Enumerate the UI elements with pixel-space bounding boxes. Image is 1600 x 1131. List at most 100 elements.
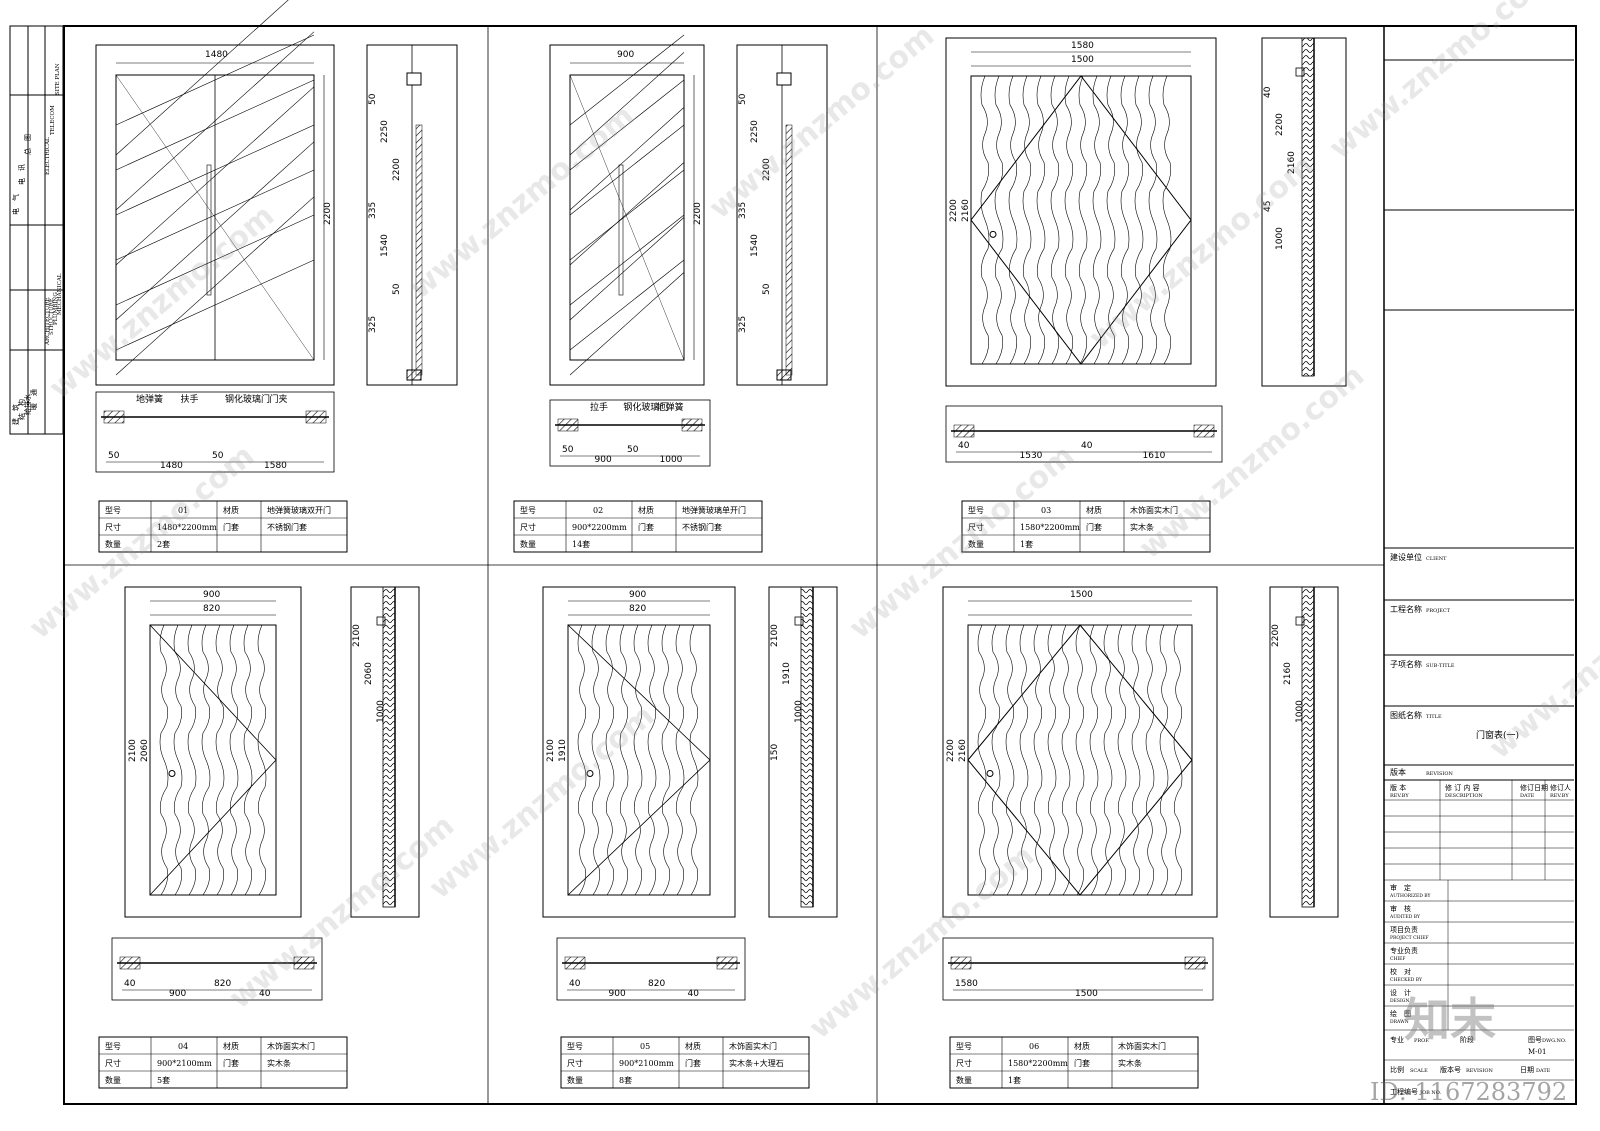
wood-section bbox=[800, 586, 814, 908]
spec-cell: 实木条 bbox=[1118, 1058, 1142, 1068]
spec-table-frame bbox=[949, 1036, 1199, 1089]
section-dim: 50 bbox=[392, 283, 402, 295]
wall-right bbox=[293, 956, 315, 970]
plan-frame bbox=[945, 405, 1223, 463]
spec-cell: 数量 bbox=[968, 539, 984, 549]
strip-label-en: PLUMBING bbox=[53, 292, 59, 325]
rev-col: 修 订 内 容 bbox=[1445, 783, 1480, 792]
dim-inner-width: 1500 bbox=[1071, 55, 1094, 65]
strip-label-cn: 给排水 bbox=[23, 394, 32, 415]
spec-cell: 900*2100mm bbox=[157, 1059, 212, 1068]
wall-right bbox=[1184, 956, 1206, 970]
tb-dwgno-en: DWG.NO. bbox=[1542, 1038, 1567, 1044]
plan-dim: 820 bbox=[214, 979, 231, 989]
section-dim: 1540 bbox=[750, 234, 760, 257]
rev-col-en: REV.BY bbox=[1390, 793, 1409, 799]
spec-cell: 数量 bbox=[105, 1075, 121, 1085]
signoff-en: CHIEF bbox=[1390, 956, 1406, 962]
wall-right bbox=[716, 956, 738, 970]
elevation-frame bbox=[95, 44, 335, 386]
section-dim: 2250 bbox=[750, 120, 760, 143]
dim-inner-width: 820 bbox=[203, 604, 220, 614]
plan-dim: 40 bbox=[1081, 441, 1093, 451]
plan-dim: 1000 bbox=[660, 455, 683, 465]
dim-width: 1500 bbox=[1070, 590, 1093, 600]
plan-dim: 50 bbox=[212, 451, 224, 461]
plan-dim: 820 bbox=[648, 979, 665, 989]
spec-cell: 实木条+大理石 bbox=[729, 1058, 784, 1068]
spec-cell: 地弹簧玻璃单开门 bbox=[682, 505, 746, 515]
signoff: 项目负责 bbox=[1390, 925, 1418, 934]
spec-cell: 材质 bbox=[1074, 1041, 1090, 1051]
strip-label-cn: 暖 通 bbox=[29, 389, 38, 410]
spec-cell: 5套 bbox=[157, 1075, 170, 1085]
spec-cell: 材质 bbox=[685, 1041, 701, 1051]
strip-label-en: STRUCTURE bbox=[49, 298, 55, 335]
spec-cell: 尺寸 bbox=[567, 1058, 583, 1068]
door-02-panel: 90022005022502200335154050325拉手钢化玻璃门地弹簧5… bbox=[513, 34, 828, 553]
spec-cell: 不锈钢门套 bbox=[682, 522, 722, 532]
elevation-frame bbox=[945, 37, 1217, 387]
tb-dwgno: 图号 bbox=[1528, 1036, 1542, 1044]
wall-right bbox=[305, 410, 327, 424]
discipline-strip bbox=[9, 25, 64, 435]
door-knob bbox=[986, 770, 994, 777]
plan-dim: 1580 bbox=[264, 461, 287, 471]
strip-label-cn: 电 气 bbox=[11, 194, 20, 215]
spec-cell: 2套 bbox=[157, 539, 170, 549]
strip-label-en: ARCHITECTURE bbox=[45, 297, 51, 346]
dim-height: 2200 bbox=[693, 202, 703, 225]
top-clip bbox=[776, 72, 792, 86]
spec-cell: 1套 bbox=[1008, 1075, 1021, 1085]
dim-width: 1480 bbox=[205, 50, 228, 60]
spec-cell: 材质 bbox=[1086, 505, 1102, 515]
plan-frame bbox=[95, 391, 335, 473]
wood-section bbox=[1301, 586, 1315, 908]
dim-width: 900 bbox=[203, 590, 220, 600]
rev-col-en: DATE bbox=[1520, 793, 1535, 799]
tb-specialty-en: PROF. bbox=[1414, 1038, 1430, 1044]
door-knob bbox=[989, 230, 997, 238]
section-dim: 1000 bbox=[1275, 227, 1285, 250]
spec-cell: 900*2200mm bbox=[572, 523, 627, 532]
tb-title-en: TITLE bbox=[1426, 714, 1442, 720]
plan-dim: 40 bbox=[124, 979, 136, 989]
section-dim: 2200 bbox=[1271, 624, 1281, 647]
plan-dim: 40 bbox=[569, 979, 581, 989]
section-dim: 45 bbox=[1263, 201, 1273, 212]
tb-scale-en: SCALE bbox=[1410, 1068, 1428, 1074]
plan-callout: 钢化玻璃门 bbox=[225, 393, 270, 405]
watermark-text: www.znzmo.com bbox=[403, 98, 641, 306]
spec-cell: 尺寸 bbox=[956, 1058, 972, 1068]
spec-cell: 尺寸 bbox=[105, 1058, 121, 1068]
plan-dim: 40 bbox=[688, 989, 700, 999]
spec-cell: 型号 bbox=[956, 1042, 972, 1051]
section-dim: 2200 bbox=[392, 158, 402, 181]
spec-cell: 型号 bbox=[105, 1042, 121, 1051]
strip-label-en: SITE PLAN bbox=[55, 63, 61, 95]
wall-left bbox=[950, 956, 972, 970]
spec-cell: 14套 bbox=[572, 539, 590, 549]
wall-left bbox=[953, 424, 975, 438]
wall-left bbox=[557, 418, 579, 432]
floor-spring bbox=[776, 369, 792, 381]
tb-revno-en: REVISION bbox=[1466, 1068, 1494, 1074]
spec-cell: 木饰面实木门 bbox=[1118, 1041, 1166, 1051]
plan-callout: 地弹簧 bbox=[657, 401, 684, 413]
spec-table-frame bbox=[513, 500, 763, 553]
hatched-jamb bbox=[415, 124, 423, 376]
signoff-en: DESIGN bbox=[1390, 998, 1409, 1004]
plan-frame bbox=[111, 937, 323, 1001]
section-dim: 2160 bbox=[1283, 662, 1293, 685]
section-dim: 1910 bbox=[782, 662, 792, 685]
section-dim: 1000 bbox=[794, 700, 804, 723]
tb-revision-en: REVISION bbox=[1426, 771, 1454, 777]
plan-dim: 1610 bbox=[1143, 451, 1166, 461]
section-dim: 2160 bbox=[1287, 151, 1297, 174]
spec-cell: 地弹簧玻璃双开门 bbox=[267, 505, 331, 515]
